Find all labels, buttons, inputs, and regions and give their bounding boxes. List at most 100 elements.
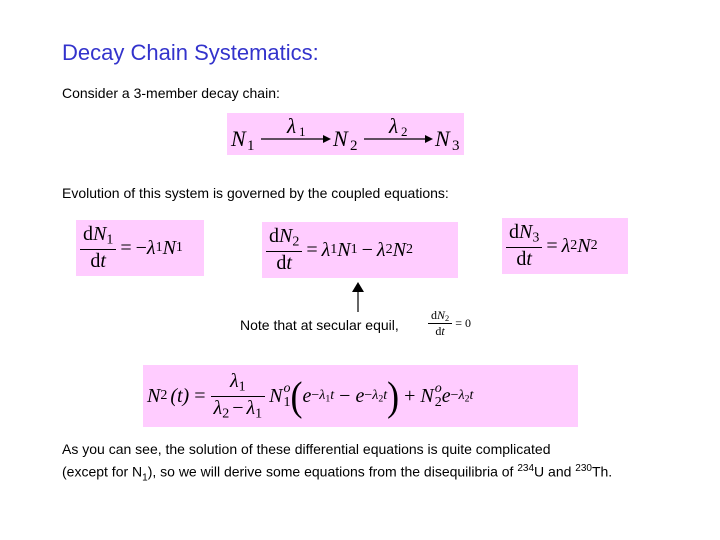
n-symbol: N [269,384,283,407]
subscript: 1 [155,240,163,255]
minus-sign: − [311,387,320,403]
d-symbol: d [90,249,101,272]
t-symbol: t [330,387,335,403]
n2-symbol: N [332,126,349,151]
conclusion-text-b: ), so we will derive some equations from… [147,463,518,480]
conclusion-line-2: (except for N1), so we will derive some … [62,460,612,487]
conclusion-line-1: As you can see, the solution of these di… [62,441,551,457]
n-symbol: N [162,236,176,259]
d-symbol: d [509,221,519,244]
n-symbol: N [147,384,161,407]
subscript: 1 [325,393,331,405]
minus-sign: − [135,236,147,259]
subscript: 1 [106,232,114,248]
t-symbol: t [383,387,388,403]
lambda-symbol: λ [458,387,465,403]
n-symbol: N [437,308,446,322]
subscript: 2 [570,238,578,253]
subscript: 2 [590,238,598,253]
minus-sign: − [364,387,373,403]
n-symbol: N [93,223,107,246]
minus-sign: − [450,387,459,403]
slide-title: Decay Chain Systematics: [62,40,319,65]
e-symbol: e [302,384,312,407]
decay-chain-equation: N 1 λ 1 N 2 λ 2 N 3 [227,113,464,155]
t-symbol: t [526,247,532,270]
t-symbol: t [469,387,474,403]
n1-symbol: N [230,126,247,151]
n-subscript: 1 [142,472,148,484]
t-symbol: t [100,249,106,272]
n-symbol: N [577,234,591,257]
subscript: 1 [255,406,263,421]
secular-fraction: dN2 dt [428,308,453,339]
t-symbol: t [286,251,292,274]
subscript: 1 [238,379,246,395]
uranium-symbol: U [534,463,545,480]
lambda-ratio-fraction: λ1 λ2−λ1 [210,370,266,422]
d-symbol: d [276,251,287,274]
dn1-fraction: dN1 dt [80,223,117,273]
equals-sign: = [120,236,132,259]
lambda-symbol: λ [376,238,386,261]
intro-text: Consider a 3-member decay chain: [62,85,280,101]
n2-subscript: 2 [350,138,358,154]
n-symbol: N [392,238,406,261]
right-paren: ) [387,373,400,419]
subscript: 2 [434,395,442,410]
lambda-symbol: λ [561,234,571,257]
n-symbol: N [337,238,351,261]
plus-sign: + [404,384,416,407]
subscript: 1 [330,242,338,257]
t-argument: (t) [170,384,190,407]
lambda2-subscript: 2 [401,124,408,139]
and-text: and [544,463,576,480]
lambda-symbol: λ [229,370,239,392]
dn3-fraction: dN3 dt [506,221,543,271]
equals-sign: = [306,238,318,261]
d-symbol: d [83,223,93,246]
arrow-2-head [425,135,433,143]
secular-equilibrium-equation: dN2 dt = 0 [428,308,471,339]
thorium-symbol: Th. [591,463,613,480]
subscript: 1 [350,242,358,257]
minus-sign: − [232,396,244,419]
equals-sign: = [546,234,558,257]
lambda-symbol: λ [319,387,326,403]
d-symbol: d [269,225,279,248]
thorium-mass-number: 230 [575,463,592,474]
e-symbol: e [355,384,365,407]
subscript: 2 [405,242,413,257]
left-paren: ( [290,373,303,419]
n-symbol: N [279,225,293,248]
superscript-o: o [434,381,442,396]
lambda1-subscript: 1 [299,124,306,139]
equals-sign: = [455,316,462,331]
subscript: 3 [532,230,540,246]
up-arrow-icon [352,282,364,312]
d-symbol: d [516,247,527,270]
subscript: 1 [175,240,183,255]
evolution-text: Evolution of this system is governed by … [62,185,449,201]
n1-subscript: 1 [247,138,255,154]
decay-chain-diagram: N 1 λ 1 N 2 λ 2 N 3 [230,114,460,154]
dn2-fraction: dN2 dt [266,225,303,275]
secular-note-text: Note that at secular equil, [240,317,399,333]
arrow-1-head [323,135,331,143]
lambda-symbol: λ [246,396,256,419]
subscript: 2 [222,406,230,421]
conclusion-text-a: (except for N [62,463,143,480]
subscript: 2 [378,393,384,405]
lambda-symbol: λ [321,238,331,261]
equals-sign: = [194,384,206,407]
lambda-symbol: λ [146,236,156,259]
n-symbol: N [420,384,434,407]
minus-sign: − [339,384,351,407]
superscript-o: o [283,381,291,396]
lambda2-symbol: λ [388,114,398,138]
d-symbol: d [435,324,442,339]
